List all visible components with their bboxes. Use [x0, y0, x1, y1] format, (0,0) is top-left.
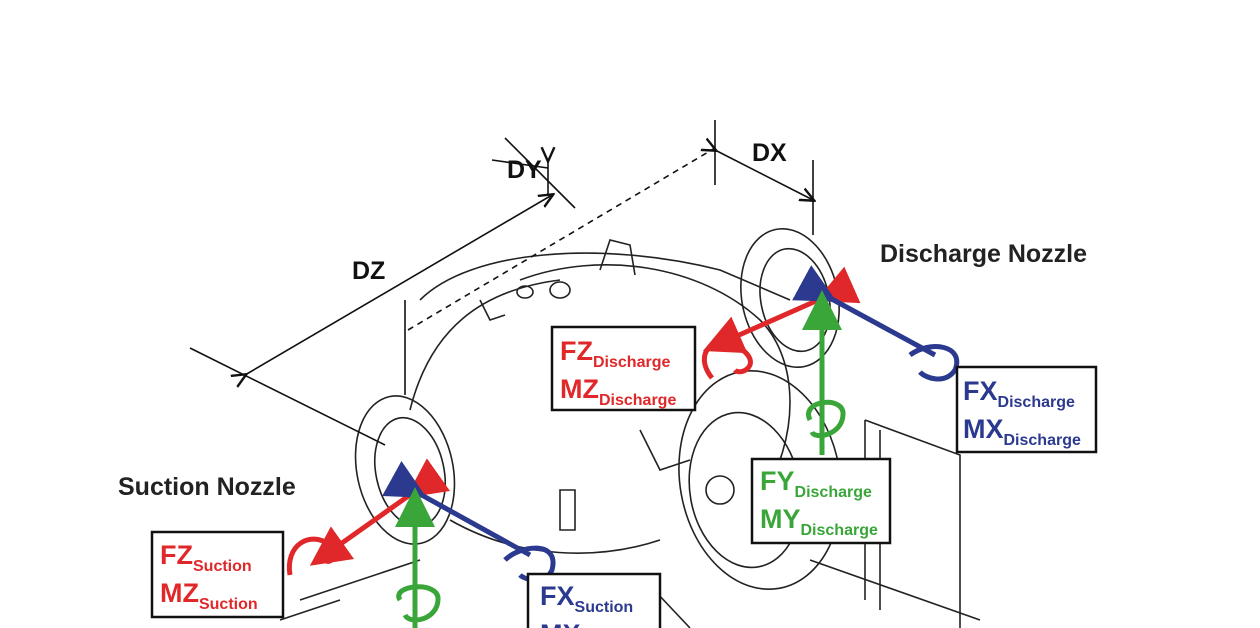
discharge-nozzle-title: Discharge Nozzle — [880, 240, 1087, 268]
fz-discharge-label: FZDischarge — [560, 336, 670, 371]
mx-suction-label: MX — [540, 619, 581, 628]
fx-mx-discharge-box — [955, 365, 1098, 454]
dimension-lines — [189, 120, 813, 446]
fx-discharge-label: FXDischarge — [963, 376, 1075, 411]
dz-label: DZ — [352, 257, 385, 285]
fy-my-discharge-box — [750, 457, 892, 545]
fy-discharge-label: FYDischarge — [760, 466, 872, 501]
suction-load-arrows — [286, 458, 556, 628]
fx-suction-label: FXSuction — [540, 581, 633, 616]
my-discharge-label: MYDischarge — [760, 504, 878, 539]
fz-mz-suction-box — [150, 530, 285, 619]
mz-suction-label: MZSuction — [160, 578, 258, 613]
discharge-load-arrows — [701, 265, 960, 455]
mz-discharge-label: MZDischarge — [560, 374, 676, 409]
dy-label: DY — [507, 156, 542, 184]
suction-nozzle-title: Suction Nozzle — [118, 473, 296, 501]
fx-mx-suction-box — [526, 572, 662, 628]
fz-suction-label: FZSuction — [160, 540, 252, 575]
dx-label: DX — [752, 139, 787, 167]
mx-discharge-label: MXDischarge — [963, 414, 1081, 449]
fz-mz-discharge-box — [550, 325, 697, 412]
